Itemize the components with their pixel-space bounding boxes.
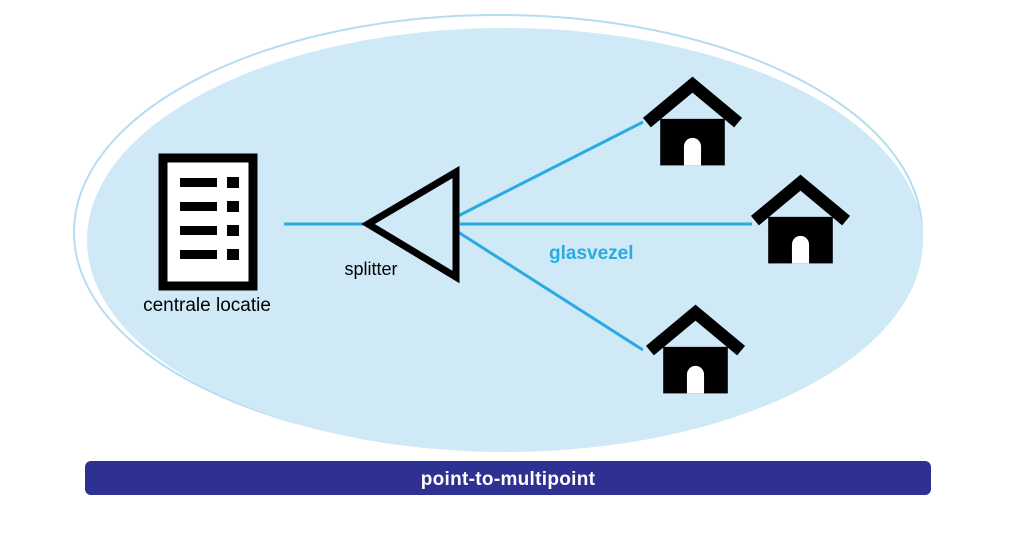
banner-background	[85, 461, 931, 495]
fiber-line-to-house-1	[457, 120, 644, 218]
banner-label: point-to-multipoint	[421, 469, 596, 490]
banner: point-to-multipoint	[85, 461, 931, 495]
fiber-label: glasvezel	[549, 243, 634, 264]
central-office-label: centrale locatie	[143, 295, 271, 316]
splitter-label: splitter	[344, 259, 397, 279]
fiber-line-to-house-3	[457, 230, 644, 352]
central-office-icon	[158, 153, 258, 291]
splitter-icon	[361, 165, 460, 284]
